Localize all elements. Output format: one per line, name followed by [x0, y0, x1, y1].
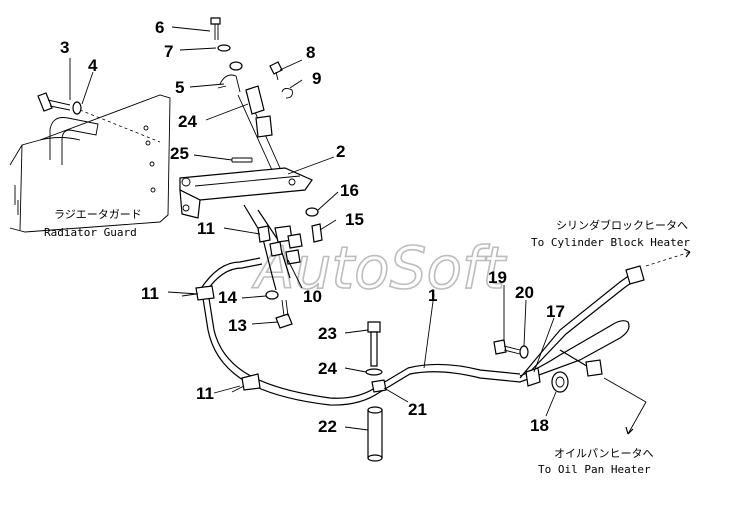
- fasteners-bottom: [365, 321, 383, 462]
- captions: ラジエータガード Radiator Guard シリンダブロックヒータへ To …: [44, 208, 690, 476]
- radiator-guard-caption-en: Radiator Guard: [44, 226, 137, 239]
- callout-23: 24: [318, 359, 337, 378]
- callout-3: 3: [60, 38, 69, 57]
- callout-22: 23: [318, 324, 337, 343]
- wiring-harness-drawing: [181, 204, 645, 406]
- callout-11-top: 11: [197, 219, 215, 238]
- callout-13: 14: [218, 288, 237, 307]
- oilpan-heater-caption-jp: オイルパンヒータへ: [554, 447, 654, 460]
- callout-14: 15: [345, 210, 364, 229]
- callout-9: 9: [312, 69, 321, 88]
- callout-20: 21: [408, 400, 427, 419]
- callout-8: 8: [306, 43, 315, 62]
- callout-6: 6: [155, 18, 164, 37]
- callout-10: 10: [303, 287, 322, 306]
- direction-arrows: [603, 248, 691, 435]
- callout-24: 24: [178, 112, 197, 131]
- fasteners-top: [210, 17, 293, 99]
- callout-11-left: 11: [141, 284, 159, 303]
- bracket-2-drawing: [179, 74, 313, 219]
- cylinder-heater-caption-jp: シリンダブロックヒータへ: [556, 218, 688, 232]
- radiator-guard-caption-jp: ラジエータガード: [54, 208, 142, 221]
- callout-12: 13: [228, 316, 247, 335]
- callout-19: 20: [515, 283, 534, 302]
- callout-4: 4: [88, 56, 98, 75]
- callout-16: 17: [546, 302, 565, 321]
- callout-1: 1: [428, 286, 437, 305]
- radiator-guard-drawing: [9, 94, 171, 233]
- bolt-3-drawing: [37, 92, 161, 143]
- callout-5: 5: [175, 78, 184, 97]
- callout-numbers: 6 7 3 4 5 8 9 24 25 2 16 15 11 11 14 10 …: [60, 18, 565, 436]
- callout-7: 7: [164, 42, 173, 61]
- callout-15: 16: [340, 181, 359, 200]
- callout-18: 19: [488, 268, 507, 287]
- leader-lines: [69, 26, 557, 431]
- callout-2: 2: [336, 142, 345, 161]
- callout-11-bottom: 11: [196, 384, 214, 403]
- callout-21: 22: [318, 417, 337, 436]
- oilpan-heater-caption-en: To Oil Pan Heater: [538, 463, 651, 476]
- callout-25: 25: [170, 144, 189, 163]
- callout-17: 18: [530, 416, 549, 435]
- cylinder-heater-caption-en: To Cylinder Block Heater: [531, 236, 690, 249]
